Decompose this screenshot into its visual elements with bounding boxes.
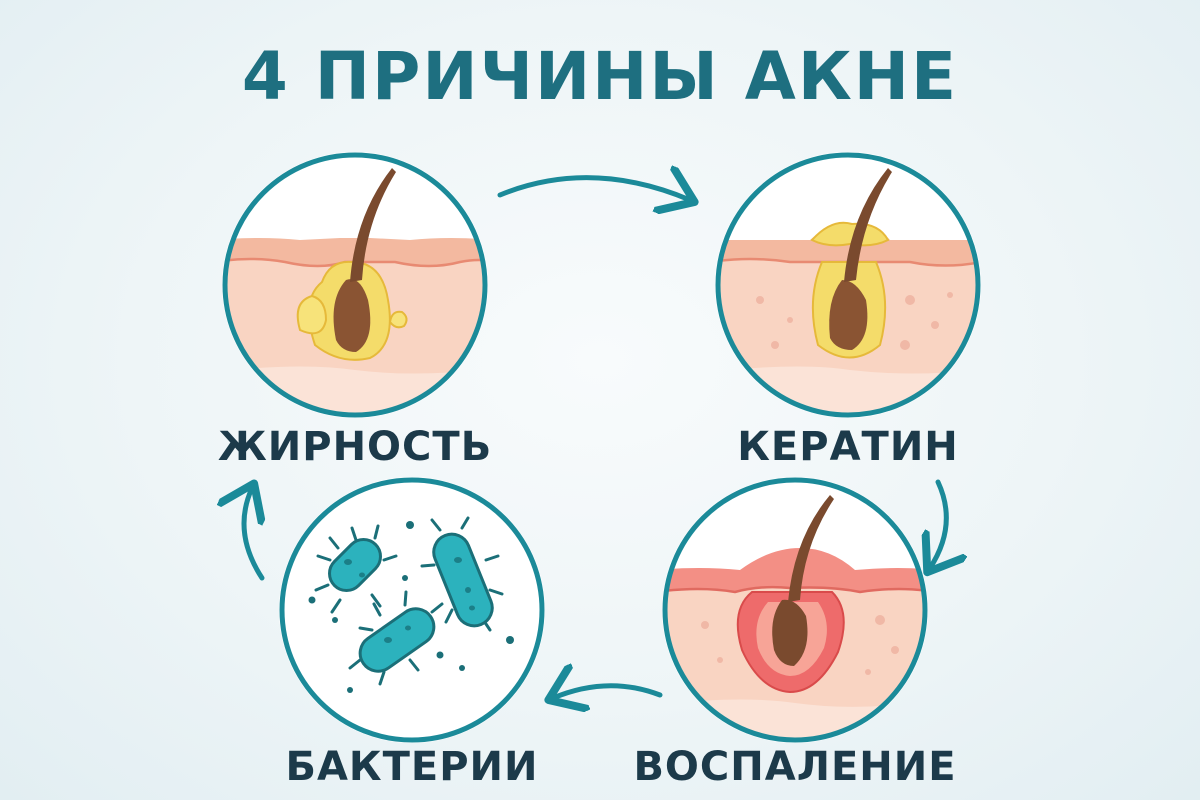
arrow-inflammation-to-bacteria (553, 686, 663, 698)
label-oiliness: ЖИРНОСТЬ (217, 424, 493, 470)
stage-inflammation-circle (662, 477, 928, 743)
arrow-oiliness-to-keratin (497, 178, 690, 200)
bacterium-3 (348, 590, 444, 686)
bacterium-1 (314, 524, 398, 614)
arrow-keratin-to-inflammation (930, 479, 946, 568)
arrow-bacteria-to-oiliness (244, 488, 262, 581)
stage-bacteria-circle (279, 477, 545, 743)
label-inflammation: ВОСПАЛЕНИЕ (633, 744, 957, 790)
bacteria-dots (308, 521, 514, 693)
stage-keratin-circle (715, 152, 981, 418)
page-title: 4 ПРИЧИНЫ АКНЕ (241, 38, 959, 115)
label-bacteria: БАКТЕРИИ (285, 744, 539, 790)
stage-oiliness-circle (222, 152, 488, 418)
bacterium-2 (420, 516, 504, 632)
label-keratin: КЕРАТИН (737, 424, 959, 470)
